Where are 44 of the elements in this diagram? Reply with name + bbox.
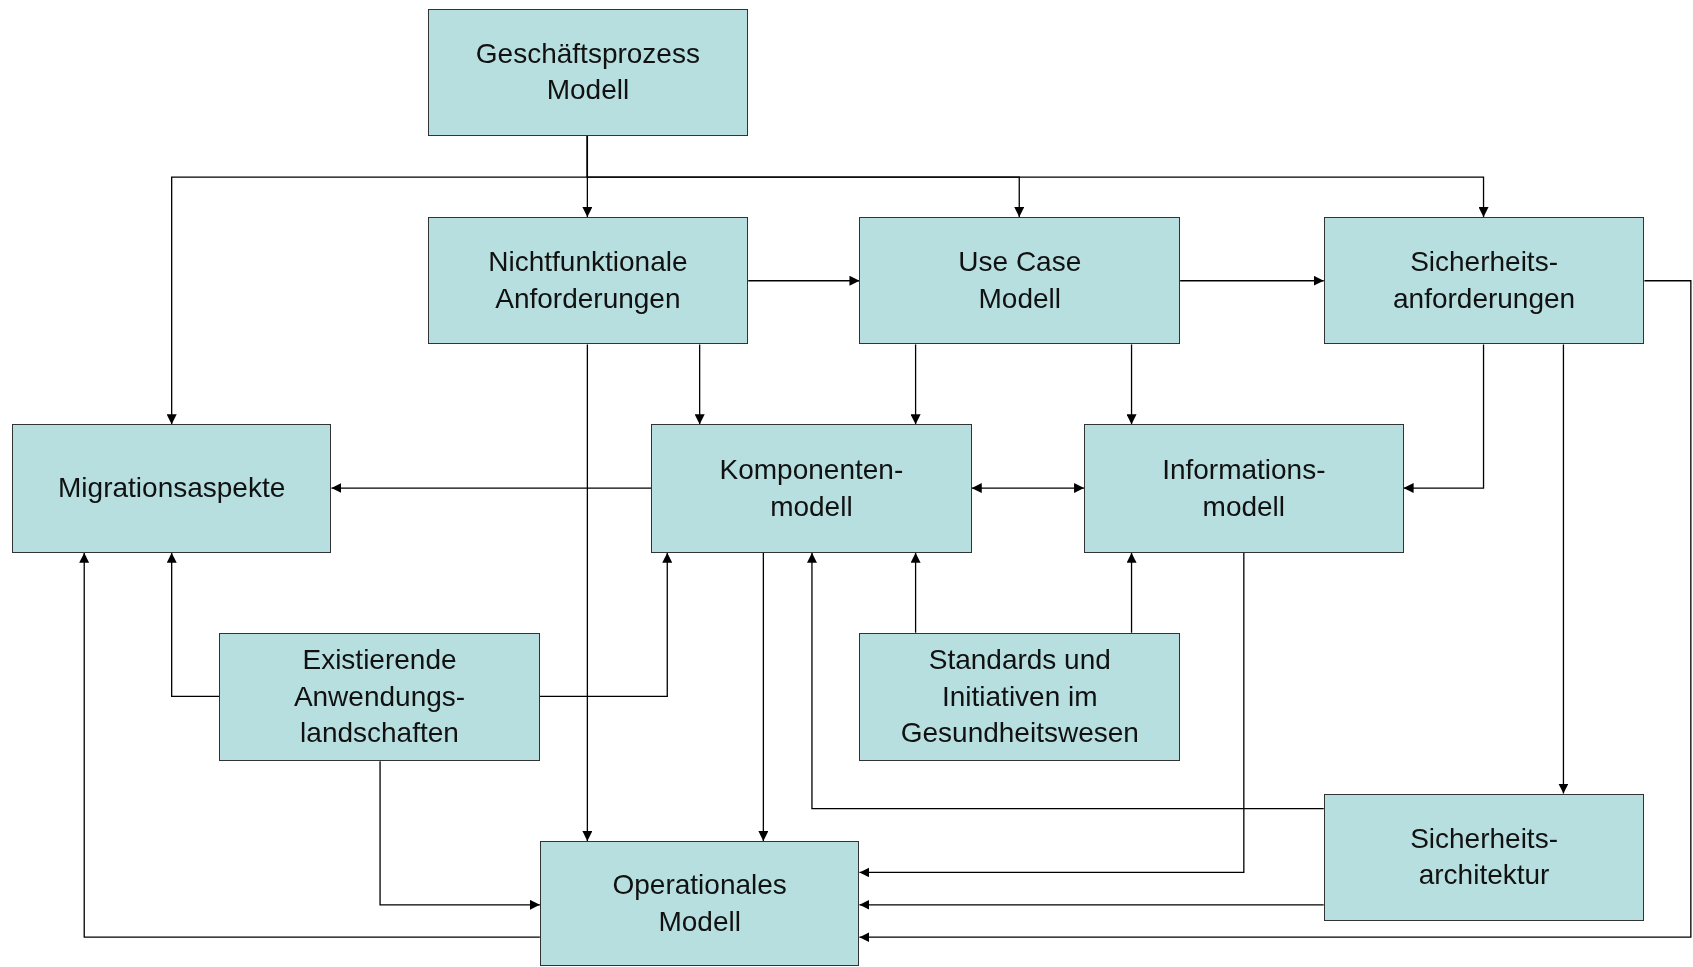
- arrow: [858, 899, 1325, 910]
- arrow: [910, 343, 921, 425]
- arrow: [166, 135, 588, 425]
- process-box: [427, 8, 749, 137]
- process-box: [1323, 217, 1645, 345]
- process-box: [219, 632, 540, 762]
- arrow: [694, 343, 705, 425]
- box-label: Sicherheits- architektur: [1409, 821, 1559, 893]
- arrow: [1126, 343, 1137, 425]
- box-label: Nichtfunktionale Anforderungen: [487, 245, 689, 316]
- box-label: Komponenten- modell: [718, 453, 905, 524]
- arrow: [910, 552, 921, 634]
- box-label: Standards und Initiativen im Gesundheitswesen: [899, 643, 1140, 751]
- box-label: Migrationsaspekte: [58, 471, 286, 506]
- box-label: Sicherheits- anforderungen: [1392, 245, 1577, 316]
- box-label: Informations- modell: [1161, 453, 1327, 524]
- arrow: [79, 552, 541, 938]
- process-box: [539, 841, 860, 966]
- arrow: [166, 552, 220, 698]
- box-label: Use Case Modell: [957, 245, 1083, 316]
- process-box: [1084, 424, 1404, 553]
- process-box: [427, 217, 749, 345]
- arrow: [1558, 343, 1569, 795]
- box-label: Geschäftsprozess Modell: [474, 36, 701, 108]
- arrow: [379, 760, 541, 910]
- arrow: [758, 552, 769, 842]
- arrow: [747, 275, 861, 286]
- box-label: Existierende Anwendungs- landschaften: [292, 643, 467, 751]
- arrow: [582, 343, 593, 842]
- arrow: [806, 552, 1325, 810]
- process-box: [11, 424, 332, 553]
- arrow: [1179, 275, 1325, 286]
- arrow: [858, 280, 1692, 943]
- process-box: [859, 217, 1181, 345]
- arrow: [1403, 343, 1485, 494]
- arrow: [539, 552, 673, 698]
- arrow: [1126, 552, 1137, 634]
- arrow: [858, 552, 1245, 878]
- process-box: [859, 632, 1181, 762]
- process-box: [1323, 793, 1645, 921]
- arrow: [971, 483, 1085, 494]
- arrow: [330, 483, 652, 494]
- process-box: [651, 424, 972, 553]
- box-label: Operationales Modell: [611, 868, 788, 939]
